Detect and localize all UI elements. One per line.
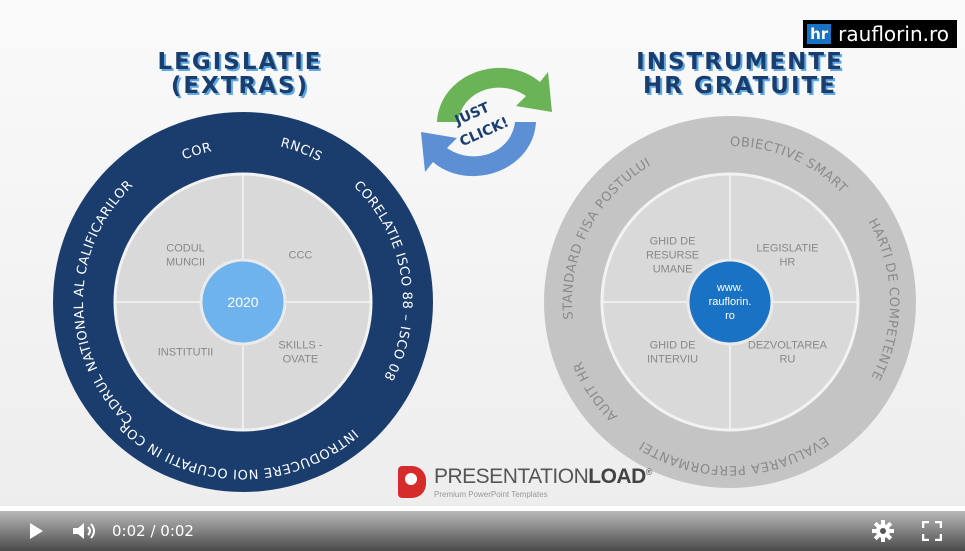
site-name: rauflorin.ro <box>838 22 949 46</box>
play-icon <box>30 523 43 539</box>
title-right-line-1: INSTRUMENTE <box>636 49 844 75</box>
title-legislatie: LEGISLATIE (EXTRAS) <box>105 50 375 98</box>
site-watermark: hr rauflorin.ro <box>803 20 957 48</box>
right-circle-center <box>686 258 774 346</box>
left-circle-center-label: 2020 <box>227 294 258 310</box>
presentationload-logo: PRESENTATIONLOAD® Premium PowerPoint Tem… <box>398 465 652 499</box>
title-right-line-2: HR GRATUITE <box>643 73 837 99</box>
arrow-blue-icon <box>421 122 536 177</box>
presentationload-icon <box>398 466 426 498</box>
player-controls: 0:02 / 0:02 <box>0 511 965 551</box>
title-left-line-1: LEGISLATIE <box>157 49 323 75</box>
hr-logo: hr <box>807 24 832 44</box>
title-instrumente: INSTRUMENTE HR GRATUITE <box>585 50 895 98</box>
arrow-green-icon <box>437 67 552 122</box>
fullscreen-button[interactable] <box>921 520 943 542</box>
volume-button[interactable] <box>72 521 98 541</box>
play-button[interactable] <box>26 521 46 541</box>
left-circle-quadrant-bl: INSTITUTII <box>158 346 214 358</box>
left-circle-center <box>199 258 287 346</box>
right-circle-center-label: www.rauflorin.ro <box>709 282 752 322</box>
gear-icon <box>872 520 894 542</box>
progress-fill <box>0 506 965 511</box>
title-left-line-2: (EXTRAS) <box>170 73 310 99</box>
fullscreen-icon <box>922 521 942 541</box>
logo-name: PRESENTATIONLOAD® <box>434 465 652 488</box>
progress-bar[interactable] <box>0 506 965 511</box>
time-display: 0:02 / 0:02 <box>112 522 194 540</box>
left-circle-quadrant-br: SKILLS -OVATE <box>278 339 322 365</box>
logo-tagline: Premium PowerPoint Templates <box>434 490 548 499</box>
settings-button[interactable] <box>871 519 895 543</box>
volume-icon <box>73 523 95 539</box>
left-circle-quadrant-tr: CCC <box>289 249 313 261</box>
